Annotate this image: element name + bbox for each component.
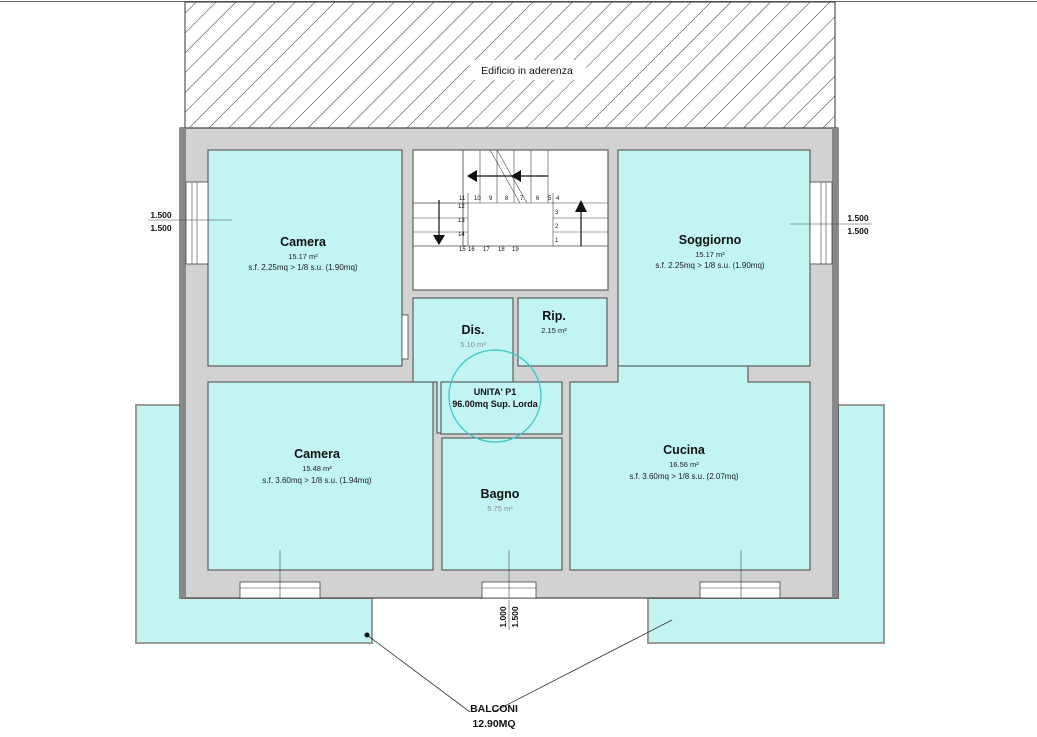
step-number: 8 xyxy=(505,196,509,202)
step-number: 7 xyxy=(520,196,524,202)
step-number: 4 xyxy=(556,196,560,202)
window-camera-bottom xyxy=(239,550,321,599)
step-number: 10 xyxy=(474,196,481,202)
step-number: 1 xyxy=(555,238,559,244)
room-corridor xyxy=(440,381,563,435)
window-cucina xyxy=(699,550,781,599)
unit-marker-circle xyxy=(448,349,542,443)
cucina-sf: s.f. 3.60mq > 1/8 s.u. (2.07mq) xyxy=(629,472,739,481)
camera-bottom-sf: s.f. 3.60mq > 1/8 s.u. (1.94mq) xyxy=(262,476,372,485)
bagno-area: 5.75 m² xyxy=(487,504,513,513)
adjacent-building: Edificio in aderenza xyxy=(184,1,836,129)
step-number: 19 xyxy=(512,247,519,253)
camera-bottom-area: 15.48 m² xyxy=(302,464,332,473)
camera-top-area: 15.17 m² xyxy=(288,252,318,261)
room-rip xyxy=(517,297,608,367)
step-number: 15 xyxy=(459,247,466,253)
wall-end-right xyxy=(832,128,838,598)
balcony-leader-right xyxy=(492,619,673,713)
dim-left-bottom: 1.500 xyxy=(150,223,172,233)
balconies-label: BALCONI xyxy=(470,703,518,715)
step-number: 18 xyxy=(498,247,505,253)
soggiorno-sf: s.f. 2.25mq > 1/8 s.u. (1.90mq) xyxy=(655,261,765,270)
window-bagno xyxy=(481,550,537,599)
bagno-name: Bagno xyxy=(481,487,520,501)
step-number: 6 xyxy=(536,196,540,202)
dis-name: Dis. xyxy=(462,323,485,337)
dim-right-top: 1.500 xyxy=(847,213,869,223)
unit-area: 96.00mq Sup. Lorda xyxy=(452,399,539,409)
balcony-leader-dot xyxy=(364,632,370,638)
wall-notch-left xyxy=(401,314,409,360)
soggiorno-name: Soggiorno xyxy=(679,233,742,247)
dim-bath-first: 1.000 xyxy=(498,606,508,628)
stair-arrow-down xyxy=(433,235,445,245)
stair-step-numbers-upper: 11 10 9 8 7 6 5 4 xyxy=(459,196,560,202)
stair-arrow-up xyxy=(575,200,587,212)
window-right xyxy=(809,181,833,265)
adjacent-building-label: Edificio in aderenza xyxy=(481,65,573,77)
dim-right-bottom: 1.500 xyxy=(847,226,869,236)
camera-bottom-name: Camera xyxy=(294,447,341,461)
stair-step-numbers-right: 3 2 1 xyxy=(555,210,559,244)
step-number: 17 xyxy=(483,247,490,253)
step-number: 16 xyxy=(468,247,475,253)
step-number: 12 xyxy=(458,204,465,210)
stair-step-numbers-left: 12 13 14 xyxy=(458,204,465,238)
step-number: 2 xyxy=(555,224,559,230)
balcony-leader-left xyxy=(366,634,471,713)
step-number: 5 xyxy=(548,196,552,202)
unit-label: UNITA' P1 xyxy=(474,387,516,397)
stair-arrow-left xyxy=(467,170,477,182)
dim-left-top: 1.500 xyxy=(150,210,172,220)
step-number: 13 xyxy=(458,218,465,224)
balconies-area: 12.90MQ xyxy=(472,718,515,730)
dim-bath-second: 1.500 xyxy=(510,606,520,628)
rip-name: Rip. xyxy=(542,309,566,323)
room-bagno xyxy=(441,437,563,571)
soggiorno-area: 15.17 m² xyxy=(695,250,725,259)
room-soggiorno xyxy=(617,149,811,367)
window-left xyxy=(185,181,209,265)
step-number: 9 xyxy=(489,196,493,202)
cucina-name: Cucina xyxy=(663,443,706,457)
step-number: 3 xyxy=(555,210,559,216)
room-camera-top xyxy=(207,149,403,367)
step-number: 11 xyxy=(459,196,466,202)
camera-top-sf: s.f. 2.25mq > 1/8 s.u. (1.90mq) xyxy=(248,263,358,272)
step-number: 14 xyxy=(458,232,465,238)
cucina-area: 16.56 m² xyxy=(669,460,699,469)
room-camera-bottom xyxy=(207,381,434,571)
room-cucina xyxy=(569,365,811,571)
dis-area: 5.10 m² xyxy=(460,340,486,349)
stair-arrow-mid xyxy=(511,170,521,182)
staircase: 11 10 9 8 7 6 5 4 12 13 14 15 16 17 18 1… xyxy=(412,149,609,291)
rip-area: 2.15 m² xyxy=(541,326,567,335)
stair-step-numbers-lower: 15 16 17 18 19 xyxy=(459,247,519,253)
camera-top-name: Camera xyxy=(280,235,327,249)
wall-end-left xyxy=(180,128,186,598)
